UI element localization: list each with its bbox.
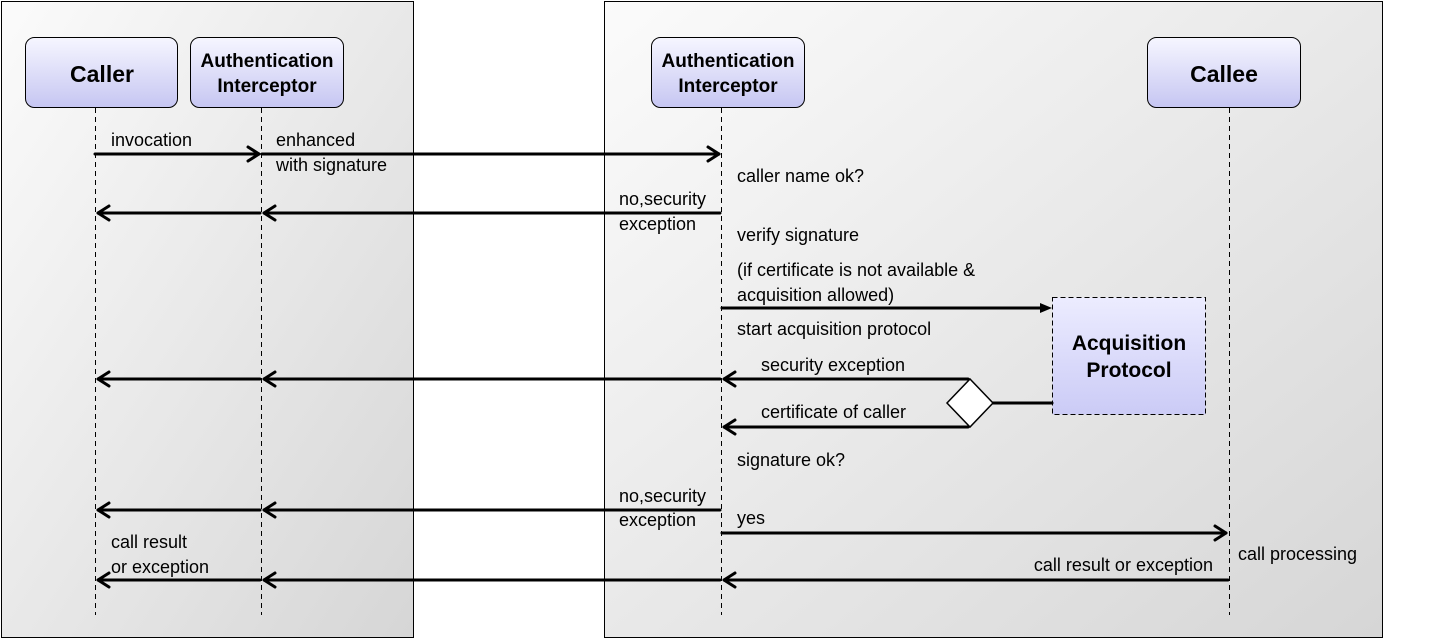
label-enhanced-line1: enhanced — [276, 130, 355, 150]
auth-left-label-line2: Interceptor — [217, 76, 317, 97]
label-caller-name-ok: caller name ok? — [737, 166, 864, 186]
acquisition-label-line1: Acquisition — [1072, 332, 1186, 355]
label-enhanced-line2: with signature — [275, 155, 387, 175]
decision-diamond — [945, 377, 995, 429]
arrow-certificate — [722, 418, 970, 436]
label-no-security-2-line1: no,security — [619, 486, 706, 506]
auth-left-actor: Authentication Interceptor — [190, 37, 344, 108]
acquisition-label-line2: Protocol — [1086, 359, 1171, 382]
label-call-result-left-line2: or exception — [111, 557, 209, 577]
label-call-result-right: call result or exception — [1034, 555, 1213, 575]
label-if-certificate-line1: (if certificate is not available & — [737, 260, 975, 280]
arrow-no-security-2 — [96, 501, 722, 519]
arrowhead-start-acquisition — [1040, 303, 1052, 313]
auth-right-label-line2: Interceptor — [678, 76, 778, 97]
caller-actor: Caller — [25, 37, 178, 108]
label-call-processing: call processing — [1238, 544, 1357, 564]
label-if-certificate-line2: acquisition allowed) — [737, 285, 894, 305]
label-yes: yes — [737, 508, 765, 528]
caller-label: Caller — [70, 61, 134, 87]
label-verify-signature: verify signature — [737, 225, 859, 245]
arrow-enhanced — [260, 145, 721, 163]
auth-left-label-line1: Authentication — [201, 51, 334, 72]
callee-actor: Callee — [1147, 37, 1301, 108]
label-security-exception: security exception — [761, 355, 905, 375]
label-no-security-2-line2: exception — [619, 510, 696, 530]
arrow-invocation — [93, 145, 261, 163]
label-no-security-1-line2: exception — [619, 214, 696, 234]
arrow-security-exception — [96, 370, 970, 388]
arrow-call-result — [96, 571, 1230, 589]
label-signature-ok: signature ok? — [737, 450, 845, 470]
acquisition-protocol-box: Acquisition Protocol — [1052, 297, 1206, 415]
auth-right-actor: Authentication Interceptor — [651, 37, 805, 108]
label-invocation: invocation — [111, 130, 192, 150]
arrow-yes — [720, 524, 1228, 542]
label-certificate-of-caller: certificate of caller — [761, 402, 906, 422]
label-start-acquisition: start acquisition protocol — [737, 319, 931, 339]
auth-right-label-line1: Authentication — [662, 51, 795, 72]
arrow-no-security-1 — [96, 204, 722, 222]
callee-label: Callee — [1190, 61, 1258, 87]
label-no-security-1-line1: no,security — [619, 189, 706, 209]
label-call-result-left-line1: call result — [111, 532, 187, 552]
